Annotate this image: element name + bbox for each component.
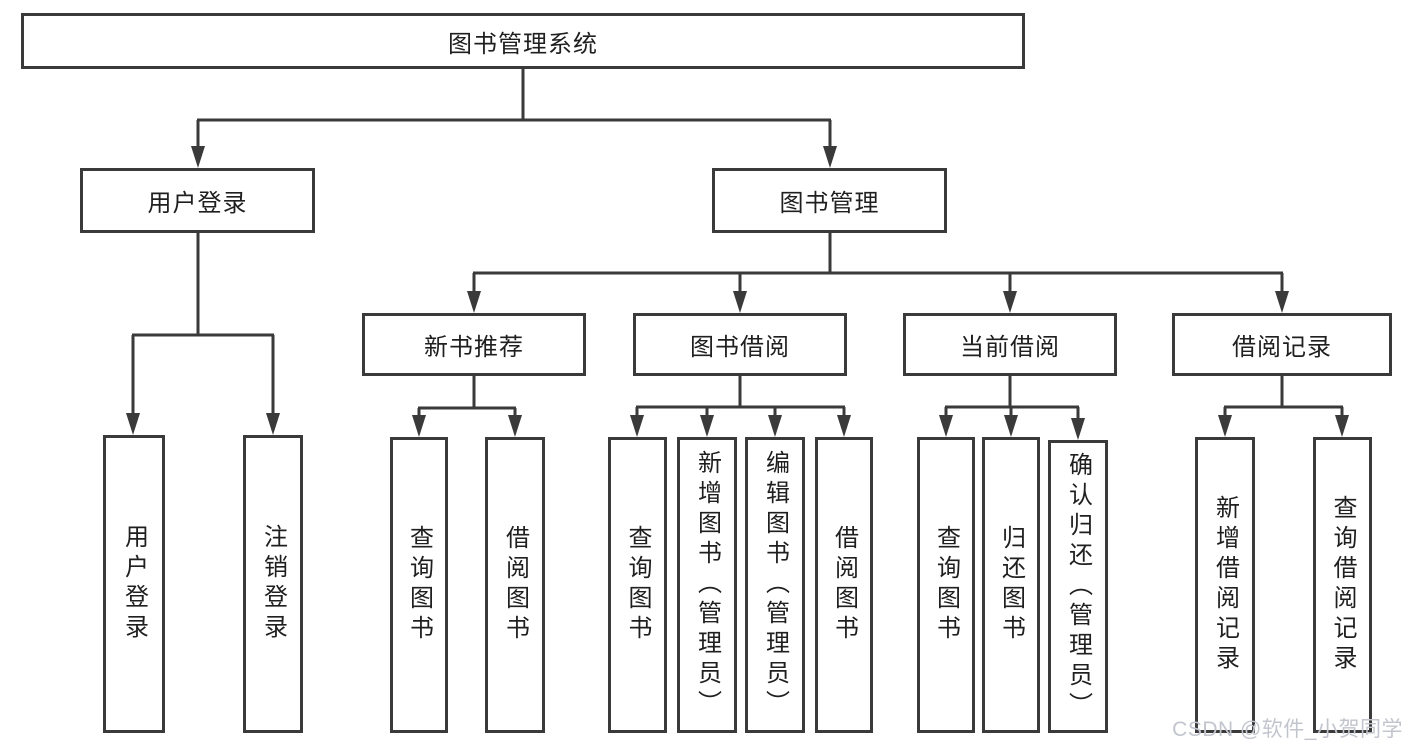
leaf-borrow-books-borrow-label: 借阅图书 (830, 525, 858, 645)
node-user-login-label: 用户登录 (147, 190, 248, 217)
node-new-book-recommend-label: 新书推荐 (424, 334, 524, 361)
leaf-query-books-recommend: 查询图书 (390, 437, 448, 733)
leaf-query-books-borrow: 查询图书 (608, 437, 667, 733)
leaf-add-book-admin-label: 新增图书（管理员） (693, 450, 721, 720)
node-borrow-records: 借阅记录 (1172, 313, 1392, 376)
node-new-book-recommend: 新书推荐 (362, 313, 586, 376)
leaf-borrow-books-recommend: 借阅图书 (485, 437, 545, 733)
leaf-query-books-current: 查询图书 (917, 437, 975, 733)
leaf-return-book-label: 归还图书 (997, 525, 1025, 645)
leaf-query-borrow-record: 查询借阅记录 (1313, 437, 1372, 733)
leaf-add-borrow-record-label: 新增借阅记录 (1211, 495, 1239, 675)
leaf-query-borrow-record-label: 查询借阅记录 (1329, 495, 1356, 675)
leaf-add-book-admin: 新增图书（管理员） (677, 437, 737, 733)
node-book-management-label: 图书管理 (779, 190, 880, 217)
node-book-borrow: 图书借阅 (633, 313, 847, 376)
leaf-query-books-borrow-label: 查询图书 (624, 525, 651, 645)
node-book-borrow-label: 图书借阅 (690, 334, 790, 361)
node-book-management: 图书管理 (712, 168, 947, 233)
node-root: 图书管理系统 (21, 13, 1025, 69)
leaf-user-login-label: 用户登录 (120, 524, 148, 644)
leaf-borrow-books-borrow: 借阅图书 (815, 437, 873, 733)
leaf-logout-login-label: 注销登录 (259, 524, 287, 644)
leaf-logout-login: 注销登录 (243, 435, 303, 733)
node-user-login: 用户登录 (80, 168, 315, 233)
csdn-watermark: CSDN @软件_小贺同学 (1172, 718, 1403, 741)
leaf-query-books-recommend-label: 查询图书 (405, 525, 433, 645)
leaf-user-login: 用户登录 (103, 435, 165, 733)
arrowheads (126, 146, 1349, 440)
leaf-add-borrow-record: 新增借阅记录 (1195, 437, 1255, 733)
leaf-return-book: 归还图书 (982, 437, 1040, 733)
node-current-borrow-label: 当前借阅 (960, 334, 1060, 361)
leaf-edit-book-admin-label: 编辑图书（管理员） (761, 450, 789, 720)
leaf-confirm-return-admin-label: 确认归还（管理员） (1064, 451, 1092, 722)
leaf-borrow-books-recommend-label: 借阅图书 (501, 525, 529, 645)
leaf-query-books-current-label: 查询图书 (932, 525, 960, 645)
node-current-borrow: 当前借阅 (903, 313, 1117, 376)
node-root-label: 图书管理系统 (448, 30, 598, 58)
leaf-edit-book-admin: 编辑图书（管理员） (745, 437, 805, 733)
node-borrow-records-label: 借阅记录 (1232, 334, 1332, 361)
leaf-confirm-return-admin: 确认归还（管理员） (1048, 440, 1108, 733)
